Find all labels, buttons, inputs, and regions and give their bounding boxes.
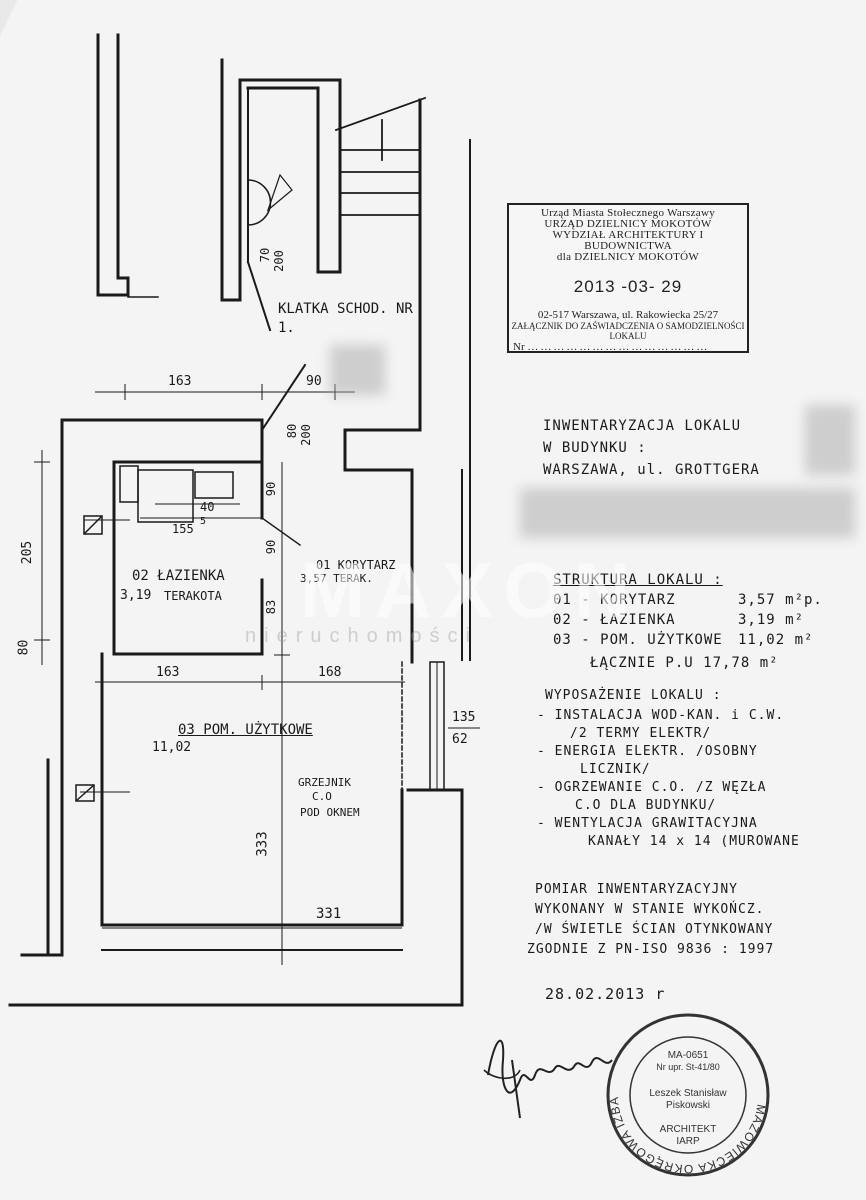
dim-40: 40 bbox=[200, 500, 215, 514]
seal-name-1: Leszek Stanisław bbox=[649, 1088, 727, 1099]
equipment-line: - INSTALACJA WOD-KAN. i C.W. bbox=[537, 708, 785, 723]
seal-reg: Nr upr. St-41/80 bbox=[656, 1062, 720, 1072]
room-01-label: 01 KORYTARZ bbox=[316, 558, 396, 572]
radiator-label-1: GRZEJNIK bbox=[298, 776, 351, 789]
dim-205: 205 bbox=[20, 540, 36, 565]
dim-90-top: 90 bbox=[306, 374, 322, 389]
stamp-date: 2013 -03- 29 bbox=[573, 277, 683, 296]
dim-80-left: 80 bbox=[16, 639, 32, 656]
dim-5: 5 bbox=[200, 516, 207, 527]
structure-row-area: 3,57 m²p. bbox=[738, 592, 823, 608]
stamp-line-2: URZĄD DZIELNICY MOKOTÓW bbox=[544, 218, 712, 230]
dim-163-mid: 163 bbox=[156, 665, 180, 680]
note-date: 28.02.2013 r bbox=[545, 985, 666, 1003]
notes-title-2: W BUDYNKU : bbox=[543, 440, 647, 456]
equipment-line: C.O DLA BUDYNKU/ bbox=[575, 798, 717, 813]
structure-title: STRUKTURA LOKALU : bbox=[553, 572, 723, 588]
radiator-label-2: C.O bbox=[312, 790, 332, 803]
seal-number: MA-0651 bbox=[667, 1050, 709, 1061]
office-stamp: Urząd Miasta Stołecznego Warszawy URZĄD … bbox=[507, 203, 749, 353]
measurement-line: WYKONANY W STANIE WYKOŃCZ. bbox=[535, 902, 765, 917]
equipment-line: /2 TERMY ELEKTR/ bbox=[570, 726, 712, 741]
stamp-line-4: dla DZIELNICY MOKOTÓW bbox=[556, 251, 700, 263]
structure-row-name: 02 - ŁAZIENKA bbox=[553, 612, 676, 628]
radiator-label-3: POD OKNEM bbox=[300, 806, 360, 819]
stamp-attachment: ZAŁĄCZNIK DO ZAŚWIADCZENIA O SAMODZIELNO… bbox=[511, 321, 745, 341]
dim-333: 333 bbox=[254, 831, 271, 857]
door-width-label: 70 bbox=[258, 247, 273, 263]
stamp-nr: Nr …………………………………… bbox=[513, 341, 710, 353]
seal-name-2: Piskowski bbox=[666, 1100, 710, 1111]
measurement-line: POMIAR INWENTARYZACYJNY bbox=[535, 882, 739, 897]
room-03-label: 03 POM. UŻYTKOWE bbox=[178, 722, 313, 738]
watermark-brand: MAXON bbox=[300, 546, 641, 634]
structure-row-name: 03 - POM. UŻYTKOWE bbox=[553, 632, 723, 648]
equipment-line: - ENERGIA ELEKTR. /OSOBNY bbox=[537, 744, 758, 759]
room-02-finish: TERAKOTA bbox=[164, 589, 222, 603]
dim-90-b: 90 bbox=[264, 539, 279, 555]
stair-label: KLATKA SCHOD. NR 1. bbox=[278, 301, 413, 336]
redacted-corner bbox=[805, 405, 855, 475]
notes-title-1: INWENTARYZACJA LOKALU bbox=[543, 418, 742, 434]
stamp-line-3: WYDZIAŁ ARCHITEKTURY I BUDOWNICTWA bbox=[552, 229, 704, 252]
dim-331: 331 bbox=[316, 906, 342, 922]
measurement-line: ZGODNIE Z PN-ISO 9836 : 1997 bbox=[527, 942, 775, 957]
notes-title-3: WARSZAWA, ul. GROTTGERA bbox=[543, 462, 760, 478]
room-02-label: 02 ŁAZIENKA bbox=[132, 568, 225, 584]
redacted-mark bbox=[330, 345, 385, 395]
equipment-line: LICZNIK/ bbox=[580, 762, 651, 777]
equipment-line: KANAŁY 14 x 14 (MUROWANE bbox=[588, 834, 800, 849]
seal-title-1: ARCHITEKT bbox=[659, 1124, 717, 1135]
dim-62: 62 bbox=[452, 732, 468, 747]
watermark-sub: nieruchomości bbox=[245, 625, 478, 647]
structure-row-area: 3,19 m² bbox=[738, 612, 805, 628]
total-area: ŁĄCZNIE P.U 17,78 m² bbox=[590, 655, 779, 671]
equipment-line: - WENTYLACJA GRAWITACYJNA bbox=[537, 816, 758, 831]
structure-row-name: 01 - KORYTARZ bbox=[553, 592, 676, 608]
dim-135: 135 bbox=[452, 710, 476, 725]
dim-155: 155 bbox=[172, 522, 194, 536]
equipment-line: - OGRZEWANIE C.O. /Z WĘZŁA bbox=[537, 780, 767, 795]
dim-200: 200 bbox=[298, 424, 313, 446]
dim-163-top: 163 bbox=[168, 374, 192, 389]
stamp-nr-label: Nr bbox=[513, 341, 525, 353]
door-height-label: 200 bbox=[271, 250, 286, 272]
stamp-line-1: Urząd Miasta Stołecznego Warszawy bbox=[540, 207, 716, 219]
redacted-address bbox=[520, 488, 855, 538]
room-02-area: 3,19 bbox=[120, 588, 152, 603]
room-01-detail: 3,57 TERAK. bbox=[300, 572, 373, 585]
seal-title-2: IARP bbox=[676, 1136, 700, 1147]
stamp-address: 02-517 Warszawa, ul. Rakowiecka 25/27 bbox=[537, 309, 719, 321]
measurement-line: /W ŚWIETLE ŚCIAN OTYNKOWANY bbox=[535, 922, 774, 937]
dim-83: 83 bbox=[264, 599, 279, 615]
dim-90-a: 90 bbox=[264, 481, 279, 497]
dim-80: 80 bbox=[285, 423, 300, 439]
structure-row-area: 11,02 m² bbox=[738, 632, 814, 648]
room-03-area: 11,02 bbox=[152, 740, 192, 755]
dim-168: 168 bbox=[318, 665, 342, 680]
equipment-title: WYPOSAŻENIE LOKALU : bbox=[545, 688, 722, 703]
